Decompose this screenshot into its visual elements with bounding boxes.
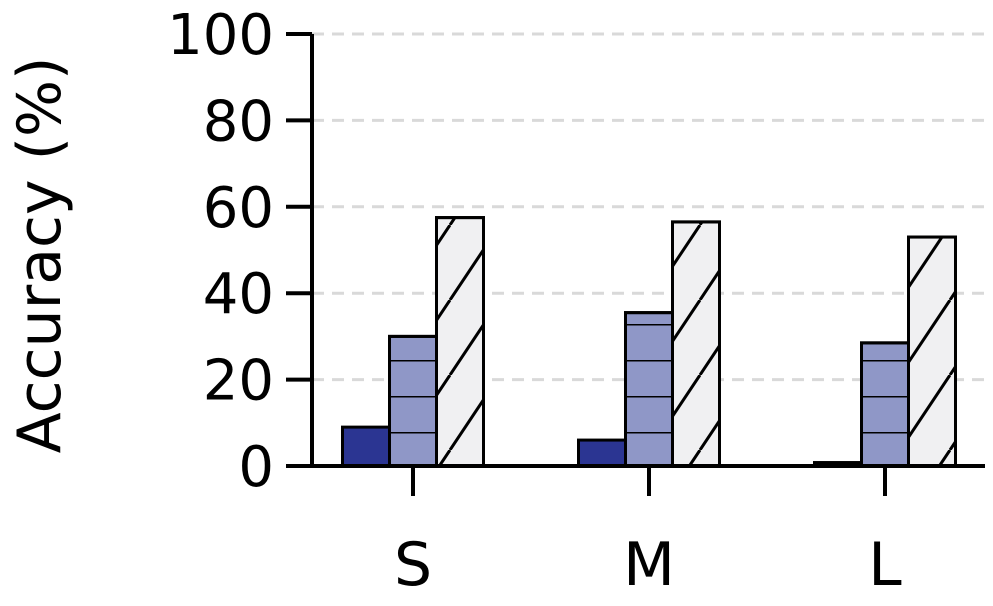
x-tick-label-S: S — [394, 530, 432, 600]
y-tick-label-0: 0 — [238, 435, 274, 500]
y-tick-label-60: 60 — [203, 176, 274, 241]
y-axis-title: Accuracy (%) — [5, 57, 75, 454]
y-tick-label-80: 80 — [203, 89, 274, 154]
bar-pattern-S-series-2 — [388, 334, 438, 468]
y-tick-label-100: 100 — [167, 3, 274, 68]
y-tick-label-40: 40 — [203, 262, 274, 327]
bar-S-series-1 — [341, 425, 391, 468]
bar-pattern-L-series-3 — [907, 235, 957, 468]
bar-pattern-S-series-3 — [435, 216, 485, 468]
bar-pattern-M-series-2 — [624, 311, 674, 468]
bar-pattern-M-series-3 — [671, 220, 721, 468]
x-tick-label-L: L — [868, 530, 902, 600]
bar-M-series-1 — [577, 438, 627, 468]
x-tick-label-M: M — [623, 530, 675, 600]
y-tick-label-20: 20 — [203, 349, 274, 414]
bars-group — [341, 216, 957, 468]
y-ticks: 0 20 40 60 80 100 — [167, 3, 312, 500]
bar-pattern-L-series-2 — [860, 341, 910, 468]
